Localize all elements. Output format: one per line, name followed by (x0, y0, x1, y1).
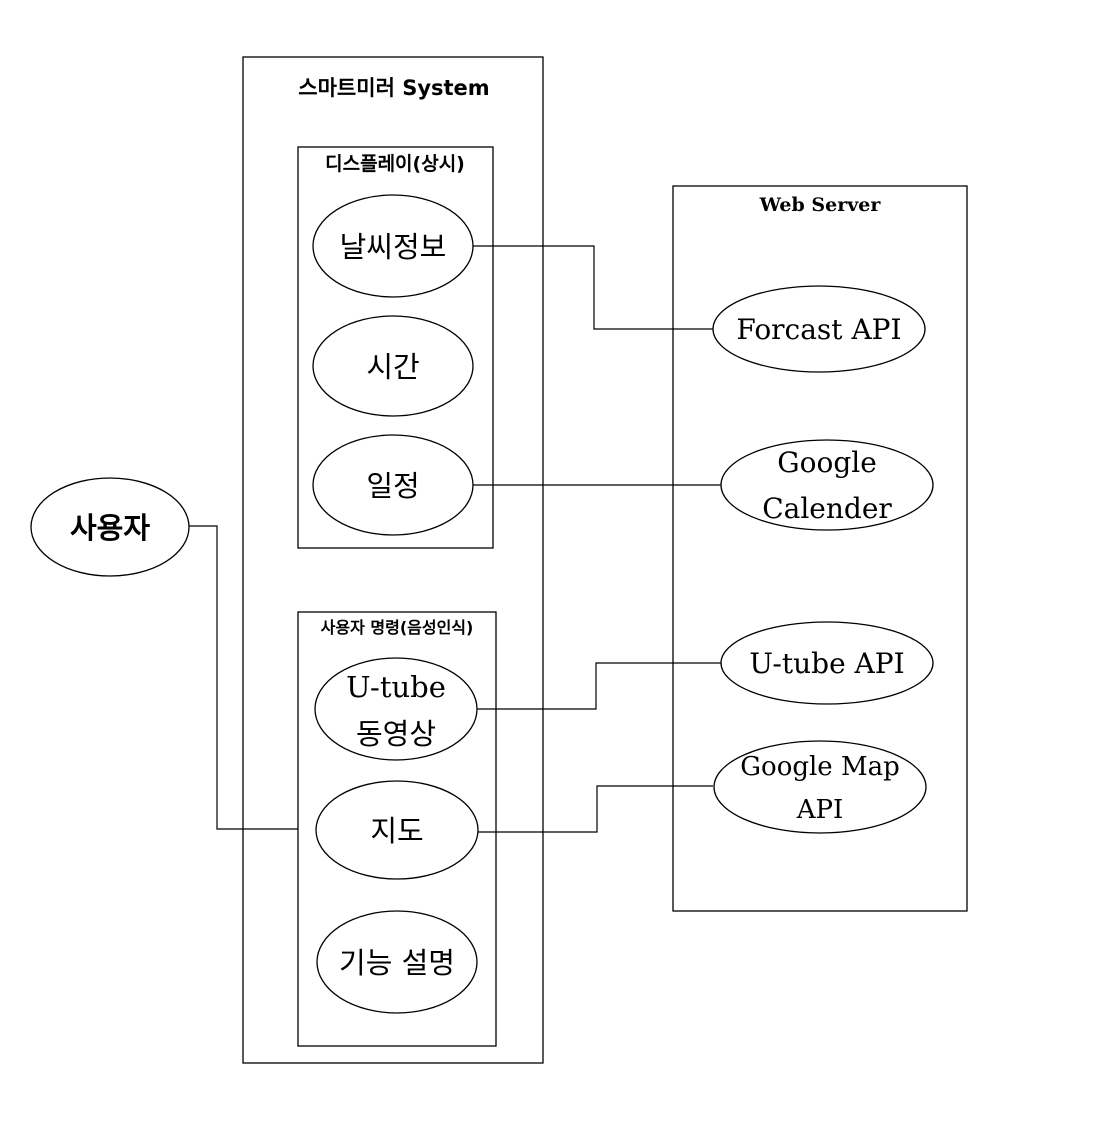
api-utube-ellipse (720, 621, 934, 705)
use-case-weather: 날씨정보 (312, 194, 474, 298)
api-google-map: Google Map API (713, 740, 927, 834)
use-case-schedule-ellipse (312, 434, 474, 536)
use-case-utube-video-line2: 동영상 (356, 717, 436, 751)
api-utube-label: U-tube API (749, 647, 904, 680)
actor-user-ellipse (30, 477, 190, 577)
api-google-calender: Google Calender (720, 439, 934, 531)
use-case-utube-video: U-tube 동영상 (314, 657, 478, 761)
api-google-map-line2: API (796, 795, 844, 825)
api-forcast: Forcast API (712, 285, 926, 373)
connector-map-to-google-map-api (478, 785, 713, 833)
connector-actor-to-map (188, 525, 298, 830)
api-utube: U-tube API (720, 621, 934, 705)
api-google-calender-line1: Google (777, 446, 877, 479)
use-case-utube-video-ellipse (314, 657, 478, 761)
actor-user-label: 사용자 (70, 511, 150, 545)
voice-command-group-title: 사용자 명령(음성인식) (321, 618, 474, 637)
use-case-map-ellipse (315, 780, 479, 880)
use-case-utube-video-line1: U-tube (346, 670, 446, 704)
web-server-title: Web Server (759, 194, 882, 216)
actor-user: 사용자 (30, 477, 190, 577)
use-case-schedule: 일정 (312, 434, 474, 536)
api-google-calender-line2: Calender (762, 492, 892, 525)
use-case-time: 시간 (312, 315, 474, 417)
api-forcast-label: Forcast API (736, 313, 901, 346)
smart-mirror-system-title: 스마트미러 System (298, 76, 489, 100)
use-case-map-label: 지도 (370, 814, 423, 848)
use-case-feature-description: 기능 설명 (316, 910, 478, 1014)
api-google-map-ellipse (713, 740, 927, 834)
use-case-time-ellipse (312, 315, 474, 417)
use-case-feature-description-label: 기능 설명 (339, 946, 455, 980)
connector-weather-to-forcast-api (472, 245, 713, 330)
use-case-weather-label: 날씨정보 (340, 230, 447, 264)
display-group-title: 디스플레이(상시) (325, 153, 465, 175)
use-case-map: 지도 (315, 780, 479, 880)
use-case-feature-description-ellipse (316, 910, 478, 1014)
use-case-time-label: 시간 (366, 350, 419, 384)
use-case-weather-ellipse (312, 194, 474, 298)
api-google-map-line1: Google Map (740, 752, 899, 782)
api-google-calender-ellipse (720, 439, 934, 531)
use-case-schedule-label: 일정 (366, 469, 419, 503)
api-forcast-ellipse (712, 285, 926, 373)
connector-utube-to-utube-api (477, 662, 721, 710)
